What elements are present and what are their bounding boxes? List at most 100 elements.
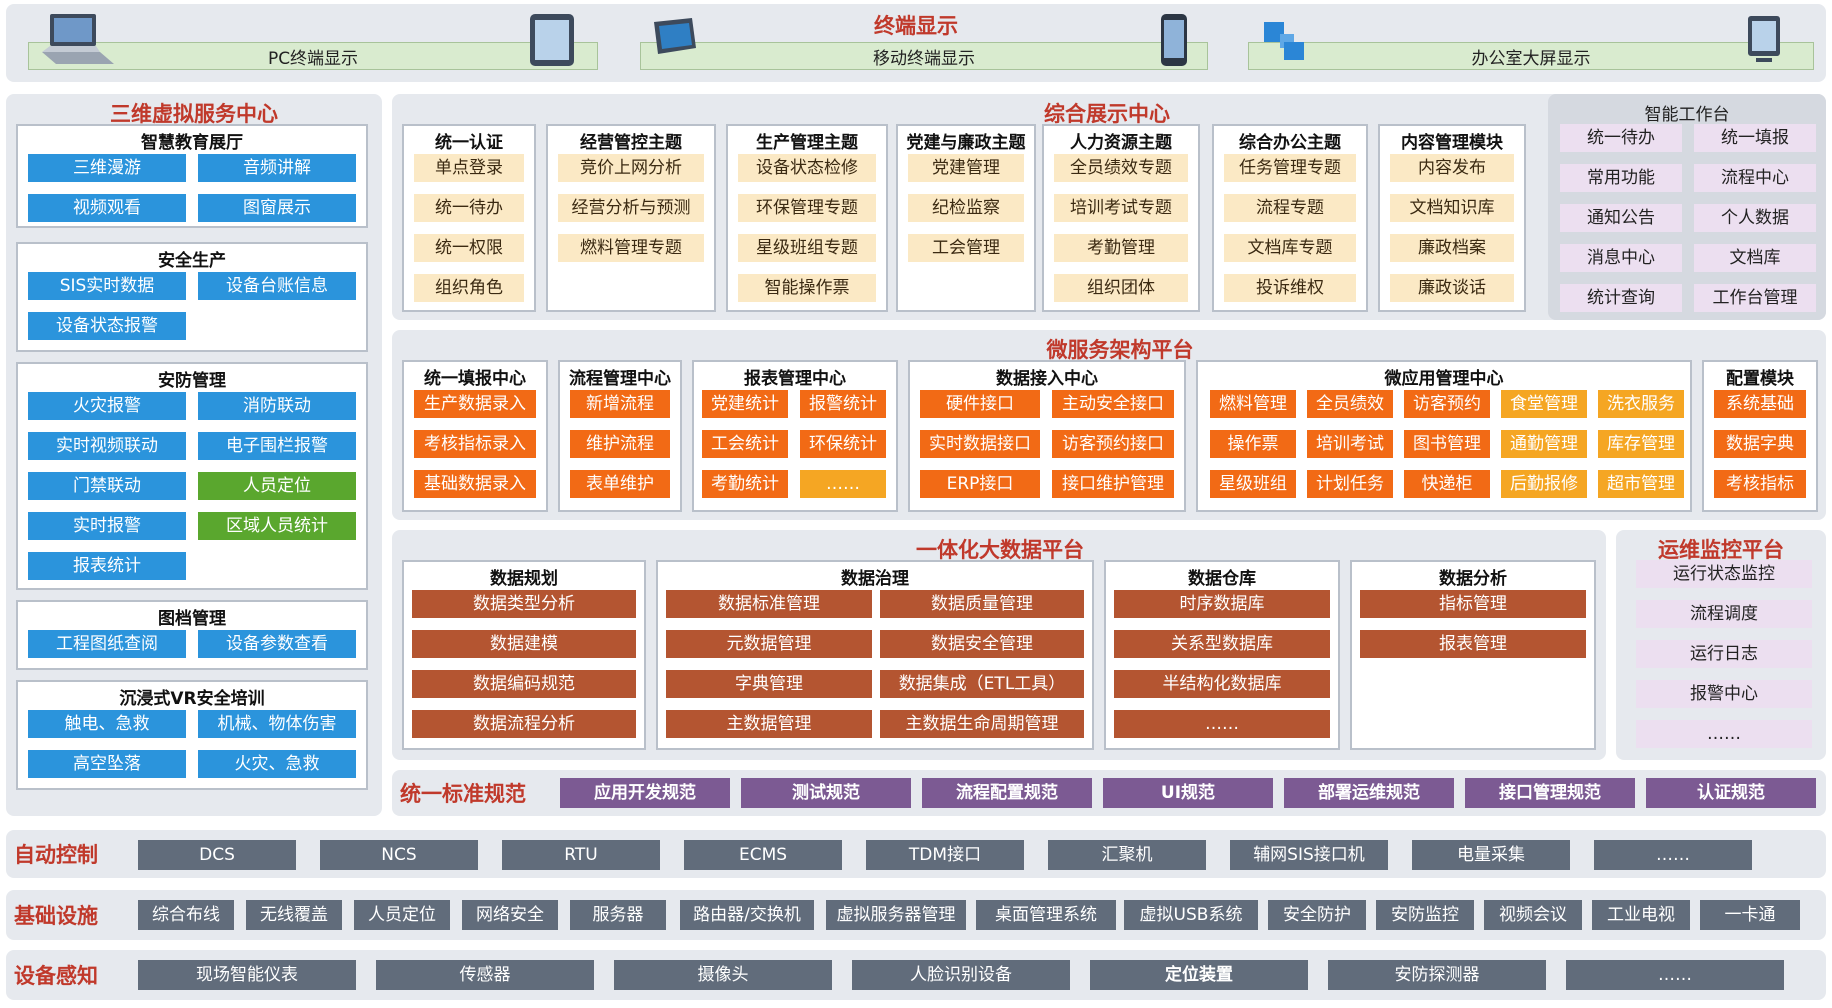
micro-item: 超市管理 bbox=[1598, 470, 1684, 498]
auto-item: 汇聚机 bbox=[1048, 840, 1206, 870]
micro-item: ERP接口 bbox=[920, 470, 1040, 498]
vr-item: 视频观看 bbox=[28, 194, 186, 222]
auto-item: ECMS bbox=[684, 840, 842, 870]
bigdata-item: 关系型数据库 bbox=[1114, 630, 1330, 658]
infra-item: 桌面管理系统 bbox=[976, 900, 1116, 930]
infra-item: 虚拟服务器管理 bbox=[826, 900, 966, 930]
infra-item: 视频会议 bbox=[1484, 900, 1582, 930]
vr-group-title: 图档管理 bbox=[158, 609, 226, 629]
vr-item: 触电、急救 bbox=[28, 710, 186, 738]
standard-item: 流程配置规范 bbox=[922, 778, 1092, 808]
micro-item: 通勤管理 bbox=[1501, 430, 1587, 458]
infra-item: 安全防护 bbox=[1268, 900, 1366, 930]
bigdata-item: 元数据管理 bbox=[666, 630, 872, 658]
micro-item: 维护流程 bbox=[570, 430, 670, 458]
workbench-item: 流程中心 bbox=[1694, 164, 1816, 192]
micro-item: 燃料管理 bbox=[1210, 390, 1296, 418]
bigdata-item: 数据集成（ETL工具） bbox=[880, 670, 1084, 698]
infra-item: 安防监控 bbox=[1376, 900, 1474, 930]
display-item: 投诉维权 bbox=[1224, 274, 1356, 302]
micro-item: 食堂管理 bbox=[1501, 390, 1587, 418]
sensing-item: …… bbox=[1566, 960, 1784, 990]
micro-item: 考核指标录入 bbox=[414, 430, 536, 458]
infra-item: 虚拟USB系统 bbox=[1124, 900, 1258, 930]
micro-item: 快递柜 bbox=[1404, 470, 1490, 498]
vr-group-title: 沉浸式VR安全培训 bbox=[119, 689, 265, 709]
display-item: 设备状态检修 bbox=[738, 154, 876, 182]
infra-label: 基础设施 bbox=[14, 904, 98, 928]
sensing-item: 安防探测器 bbox=[1328, 960, 1546, 990]
blocks-icon bbox=[1264, 22, 1304, 60]
display-item: 环保管理专题 bbox=[738, 194, 876, 222]
display-item: 统一待办 bbox=[414, 194, 524, 222]
vr-item: SIS实时数据 bbox=[28, 272, 186, 300]
vr-service-title: 三维虚拟服务中心 bbox=[110, 102, 278, 126]
workbench-item: 统一填报 bbox=[1694, 124, 1816, 152]
bigdata-panel-title: 数据规划 bbox=[490, 569, 558, 589]
standard-item: UI规范 bbox=[1103, 778, 1273, 808]
display-item: 智能操作票 bbox=[738, 274, 876, 302]
vr-item: 设备状态报警 bbox=[28, 312, 186, 340]
vr-item: 设备台账信息 bbox=[198, 272, 356, 300]
vr-item: 设备参数查看 bbox=[198, 630, 356, 658]
display-item: 纪检监察 bbox=[908, 194, 1024, 222]
bigdata-item: 半结构化数据库 bbox=[1114, 670, 1330, 698]
auto-item: DCS bbox=[138, 840, 296, 870]
bigdata-item: 报表管理 bbox=[1360, 630, 1586, 658]
bigdata-item: …… bbox=[1114, 710, 1330, 738]
laptop-icon bbox=[42, 14, 114, 64]
display-item: 流程专题 bbox=[1224, 194, 1356, 222]
auto-item: NCS bbox=[320, 840, 478, 870]
standard-item: 接口管理规范 bbox=[1465, 778, 1635, 808]
micro-item: 全员绩效 bbox=[1307, 390, 1393, 418]
vr-item: 火灾报警 bbox=[28, 392, 186, 420]
micro-item: 环保统计 bbox=[800, 430, 886, 458]
vr-item: 工程图纸查阅 bbox=[28, 630, 186, 658]
vr-item: 机械、物体伤害 bbox=[198, 710, 356, 738]
display-panel-title: 统一认证 bbox=[435, 133, 503, 153]
micro-panel-title: 流程管理中心 bbox=[569, 369, 671, 389]
vr-item: 实时报警 bbox=[28, 512, 186, 540]
bigdata-item: 主数据生命周期管理 bbox=[880, 710, 1084, 738]
infra-item: 一卡通 bbox=[1700, 900, 1800, 930]
bigdata-panel-title: 数据分析 bbox=[1439, 569, 1507, 589]
micro-item: 接口维护管理 bbox=[1052, 470, 1174, 498]
micro-item: 生产数据录入 bbox=[414, 390, 536, 418]
ops-item: 运行状态监控 bbox=[1636, 560, 1812, 588]
infra-item: 网络安全 bbox=[462, 900, 558, 930]
bigdata-panel-title: 数据治理 bbox=[841, 569, 909, 589]
workbench-item: 消息中心 bbox=[1560, 244, 1682, 272]
micro-item: 星级班组 bbox=[1210, 470, 1296, 498]
standard-item: 部署运维规范 bbox=[1284, 778, 1454, 808]
micro-panel-title: 数据接入中心 bbox=[996, 369, 1098, 389]
display-item: 文档知识库 bbox=[1390, 194, 1514, 222]
ops-item: 流程调度 bbox=[1636, 600, 1812, 628]
vr-item: 高空坠落 bbox=[28, 750, 186, 778]
micro-item: 考核指标 bbox=[1714, 470, 1806, 498]
bigdata-item: 时序数据库 bbox=[1114, 590, 1330, 618]
infra-item: 综合布线 bbox=[138, 900, 234, 930]
micro-item: 党建统计 bbox=[702, 390, 788, 418]
bigdata-item: 数据质量管理 bbox=[880, 590, 1084, 618]
vr-item: 人员定位 bbox=[198, 472, 356, 500]
display-item: 考勤管理 bbox=[1054, 234, 1188, 262]
vr-item: 音频讲解 bbox=[198, 154, 356, 182]
terminal-mobile: 移动终端显示 bbox=[640, 42, 1208, 70]
vr-item: 区域人员统计 bbox=[198, 512, 356, 540]
display-item: 竞价上网分析 bbox=[558, 154, 704, 182]
vr-item: 电子围栏报警 bbox=[198, 432, 356, 460]
auto-item: 辅网SIS接口机 bbox=[1230, 840, 1388, 870]
micro-item: 考勤统计 bbox=[702, 470, 788, 498]
micro-item: 主动安全接口 bbox=[1052, 390, 1174, 418]
display-item: 廉政谈话 bbox=[1390, 274, 1514, 302]
display-item: 文档库专题 bbox=[1224, 234, 1356, 262]
infra-item: 工业电视 bbox=[1592, 900, 1690, 930]
micro-item: 计划任务 bbox=[1307, 470, 1393, 498]
terminal-pc: PC终端显示 bbox=[28, 42, 598, 70]
display-item: 燃料管理专题 bbox=[558, 234, 704, 262]
sensing-item: 定位装置 bbox=[1090, 960, 1308, 990]
sensing-item: 传感器 bbox=[376, 960, 594, 990]
display-item: 任务管理专题 bbox=[1224, 154, 1356, 182]
display-panel-title: 综合办公主题 bbox=[1239, 133, 1341, 153]
workbench-item: 工作台管理 bbox=[1694, 284, 1816, 312]
